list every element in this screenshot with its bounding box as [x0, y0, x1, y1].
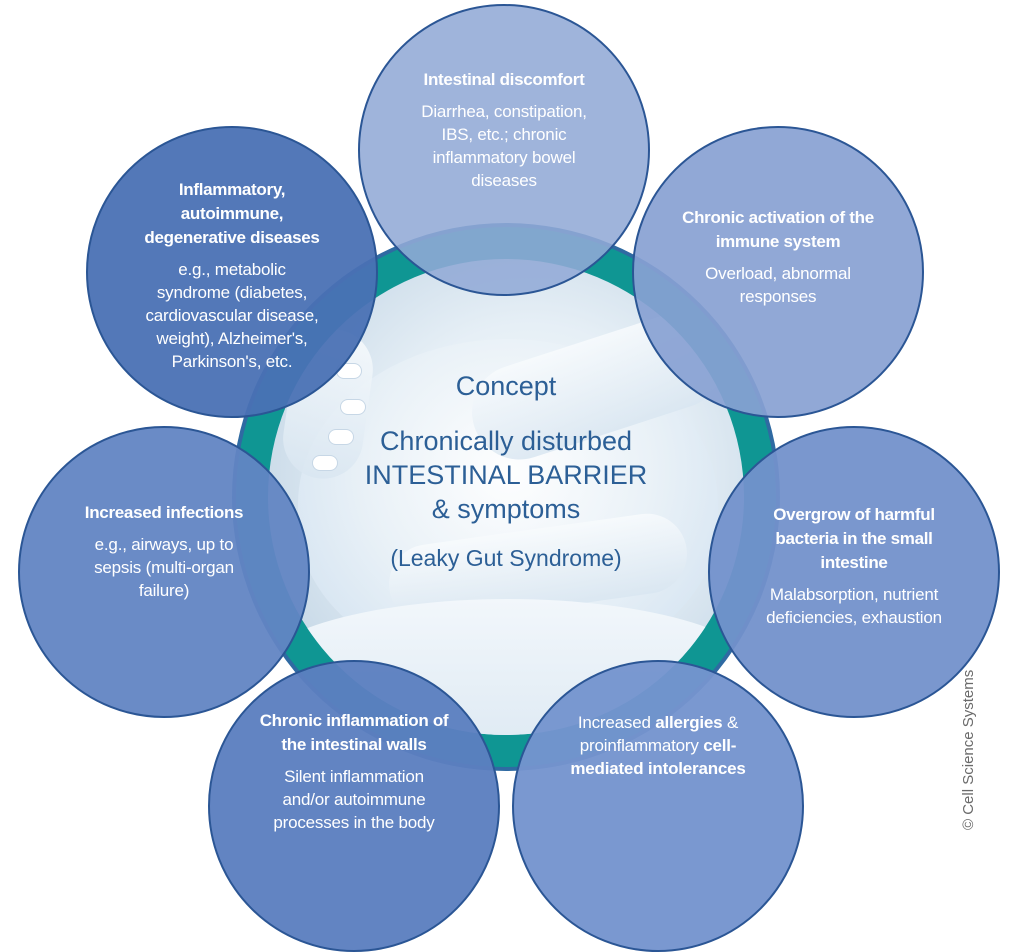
circle-bacterial-overgrowth: Overgrow of harmful bacteria in the smal…: [708, 426, 1000, 718]
circle-allergies: Increased allergies & proinflammatory ce…: [512, 660, 804, 952]
intestinal-discomfort-heading: Intestinal discomfort: [423, 70, 585, 89]
fingernail: [328, 429, 354, 445]
bacterial-overgrowth-heading: Overgrow of harmful bacteria in the smal…: [773, 505, 935, 572]
circle-degenerative-diseases: Inflammatory, autoimmune, degenerative d…: [86, 126, 378, 418]
circle-immune-activation: Chronic activation of the immune system …: [632, 126, 924, 418]
center-title: Chronically disturbed INTESTINAL BARRIER…: [364, 426, 648, 524]
bacterial-overgrowth-body: Malabsorption, nutrient deficiencies, ex…: [766, 585, 942, 627]
circle-infections: Increased infections e.g., airways, up t…: [18, 426, 310, 718]
infections-body: e.g., airways, up to sepsis (multi-organ…: [94, 534, 234, 600]
degenerative-diseases-heading: Inflammatory, autoimmune, degenerative d…: [144, 179, 320, 247]
fingernail: [312, 455, 338, 471]
immune-activation-body: Overload, abnormal responses: [705, 264, 851, 306]
circle-intestinal-discomfort: Intestinal discomfort Diarrhea, constipa…: [358, 4, 650, 296]
fingernail: [340, 399, 366, 415]
center-subtitle: (Leaky Gut Syndrome): [390, 545, 622, 571]
copyright-notice: © Cell Science Systems: [960, 669, 977, 830]
immune-activation-heading: Chronic activation of the immune system: [682, 208, 874, 251]
intestinal-wall-inflammation-body: Silent inflammation and/or autoimmune pr…: [273, 766, 435, 832]
center-label: Concept Chronically disturbed INTESTINAL…: [268, 259, 744, 735]
allergies-text: Increased allergies & proinflammatory ce…: [570, 712, 746, 778]
degenerative-diseases-body: e.g., metabolic syndrome (diabetes, card…: [145, 259, 319, 371]
intestinal-wall-inflammation-heading: Chronic inflammation of the intestinal w…: [259, 710, 449, 754]
infections-heading: Increased infections: [84, 502, 244, 522]
intestinal-discomfort-body: Diarrhea, constipation, IBS, etc.; chron…: [421, 102, 587, 190]
center-concept-label: Concept: [455, 371, 557, 401]
circle-intestinal-wall-inflammation: Chronic inflammation of the intestinal w…: [208, 660, 500, 952]
